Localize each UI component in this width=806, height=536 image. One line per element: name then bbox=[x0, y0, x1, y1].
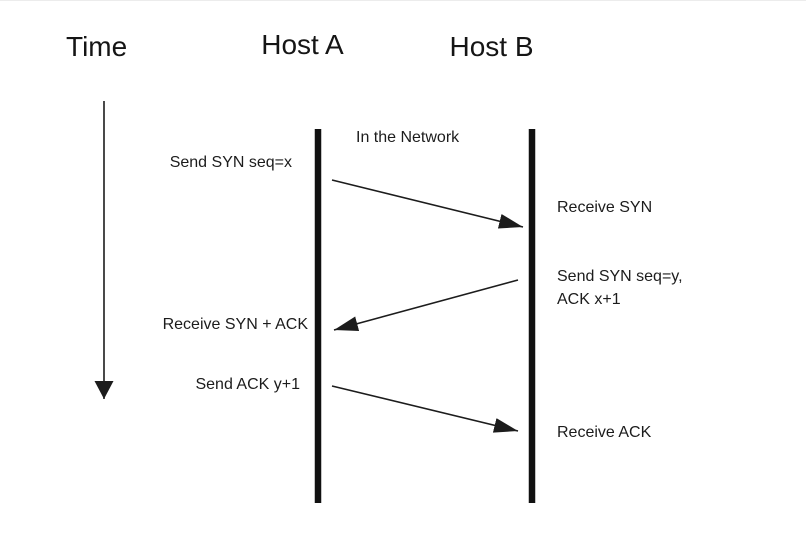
time-axis-title: Time bbox=[66, 31, 128, 62]
send-ack-label: Send ACK y+1 bbox=[195, 376, 300, 393]
send-syn-label: Send SYN seq=x bbox=[169, 154, 292, 171]
send-syn-ack-line1: Send SYN seq=y, bbox=[557, 268, 683, 285]
syn-ack-arrow bbox=[333, 279, 519, 331]
network-label: In the Network bbox=[356, 129, 460, 146]
ack-arrow bbox=[331, 385, 519, 433]
host-a-title: Host A bbox=[261, 29, 344, 60]
syn-arrow bbox=[331, 179, 524, 229]
receive-syn-label: Receive SYN bbox=[557, 199, 653, 216]
send-syn-ack-label: Send SYN seq=y, ACK x+1 bbox=[557, 265, 683, 311]
receive-ack-label: Receive ACK bbox=[557, 424, 652, 441]
receive-syn-ack-label: Receive SYN + ACK bbox=[162, 316, 308, 333]
send-syn-ack-line2: ACK x+1 bbox=[557, 291, 621, 309]
host-b-title: Host B bbox=[449, 31, 534, 62]
